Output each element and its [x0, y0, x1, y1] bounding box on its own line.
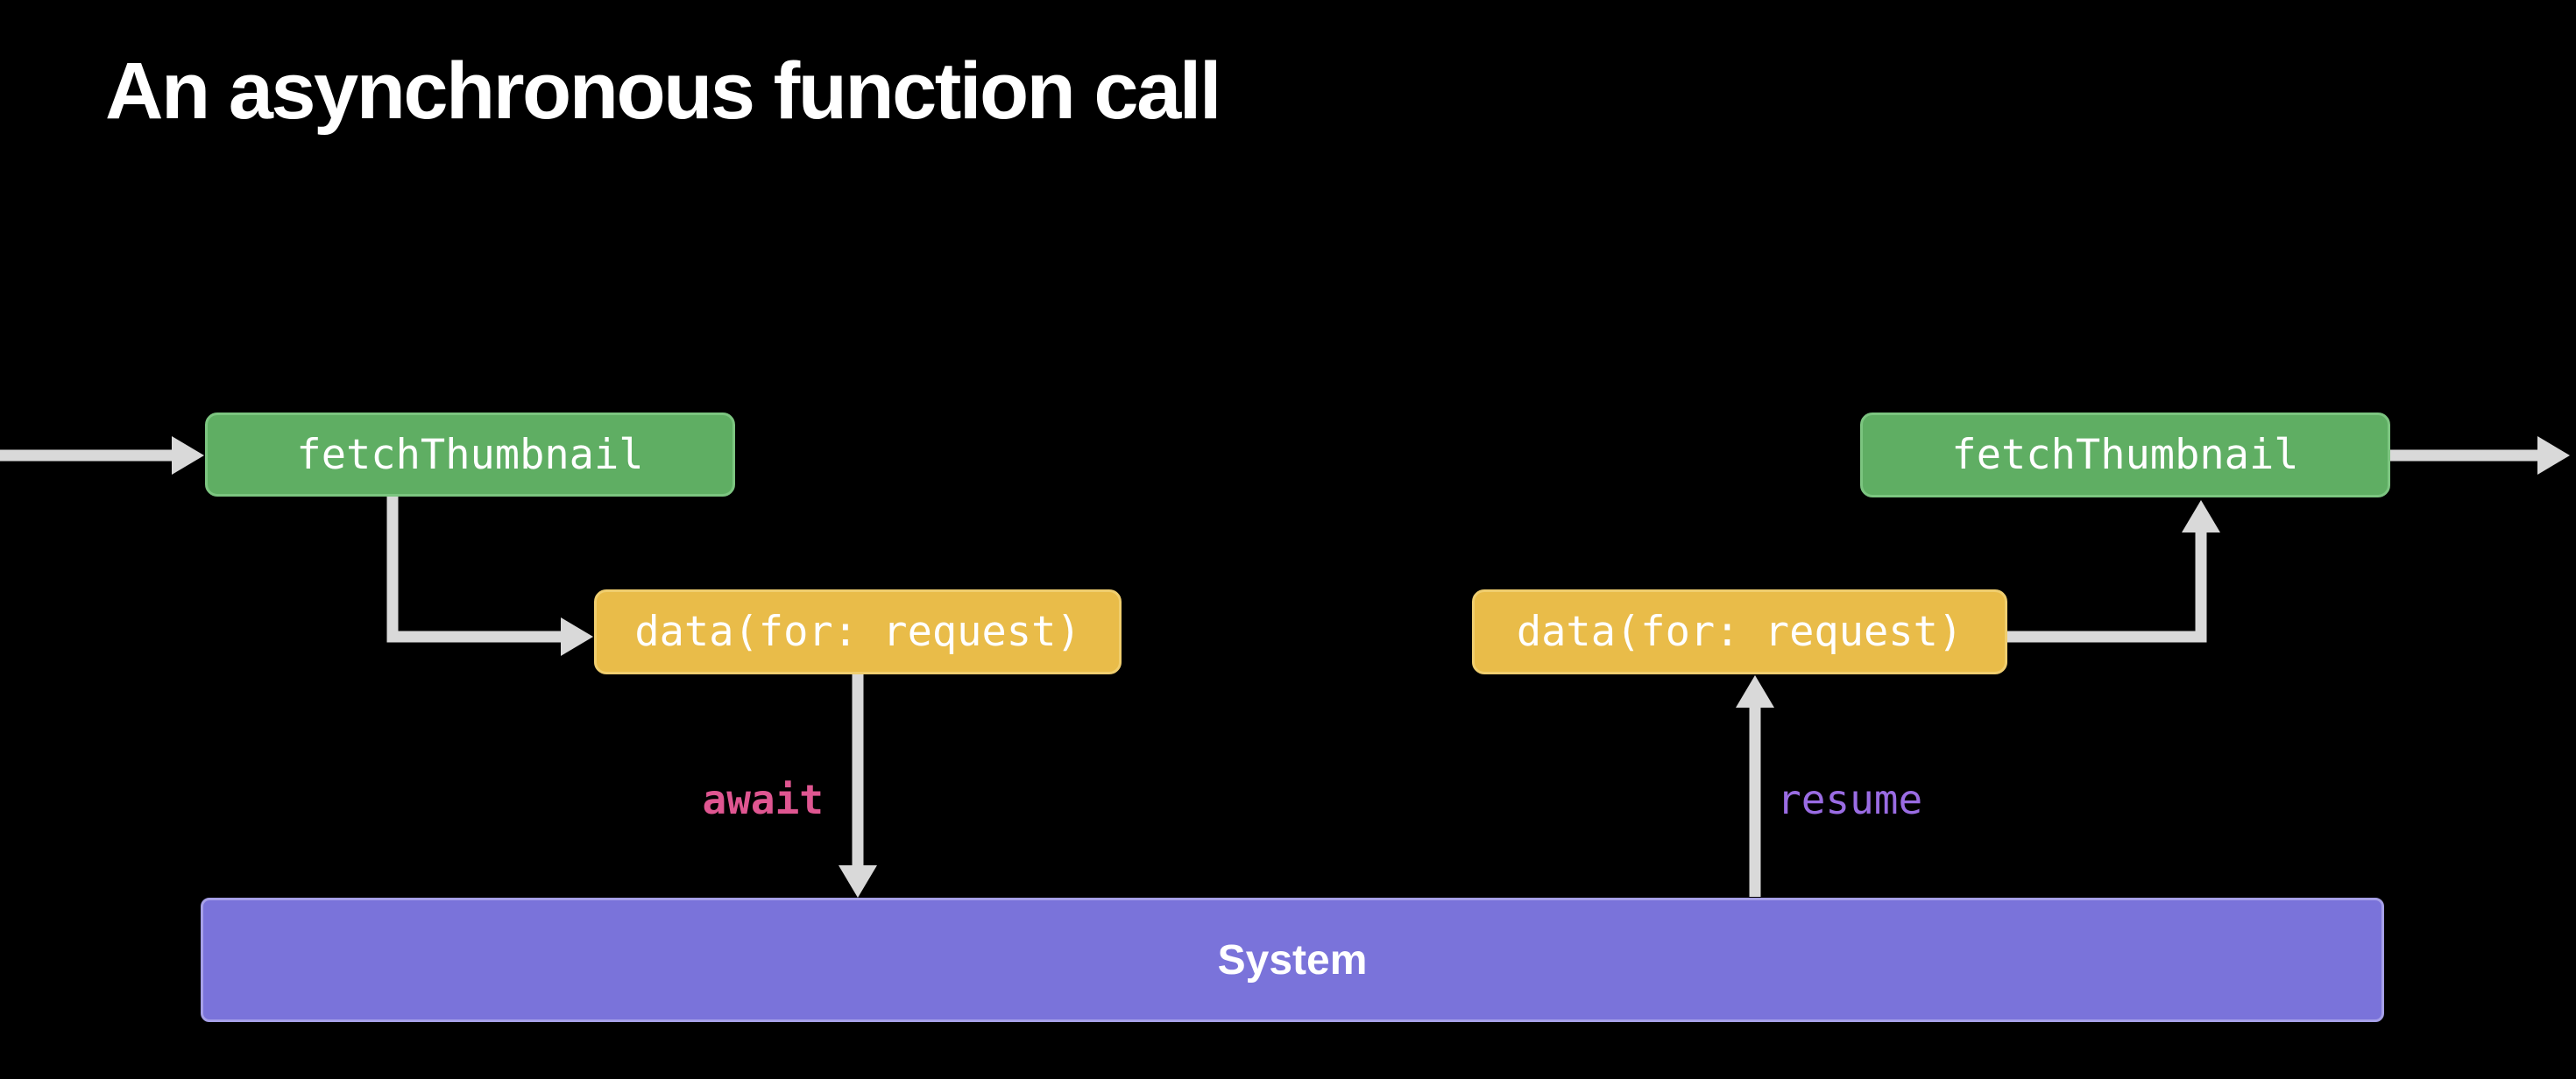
slide-title: An asynchronous function call	[105, 46, 1221, 136]
arrow-exit-fetch-right	[2390, 436, 2570, 475]
node-data-for-request-left: data(for: request)	[594, 589, 1122, 674]
node-data-for-request-right-label: data(for: request)	[1516, 608, 1964, 656]
arrow-enter-fetch-left	[0, 436, 204, 475]
node-data-for-request-left-label: data(for: request)	[634, 608, 1081, 656]
node-fetchthumbnail-left: fetchThumbnail	[205, 413, 735, 497]
await-keyword-label: await	[702, 776, 824, 823]
node-data-for-request-right: data(for: request)	[1472, 589, 2007, 674]
node-fetchthumbnail-right-label: fetchThumbnail	[1951, 431, 2299, 479]
system-bar-label: System	[1217, 936, 1368, 984]
node-fetchthumbnail-left-label: fetchThumbnail	[296, 430, 644, 479]
arrow-fetch-to-data-call	[386, 497, 593, 656]
node-fetchthumbnail-right: fetchThumbnail	[1860, 413, 2390, 497]
arrow-await-down-to-system	[839, 674, 877, 898]
resume-keyword-label: resume	[1777, 776, 1923, 823]
system-bar: System	[201, 898, 2384, 1022]
arrow-data-return-to-fetch	[2007, 500, 2220, 643]
arrow-resume-up-from-system	[1736, 675, 1774, 897]
